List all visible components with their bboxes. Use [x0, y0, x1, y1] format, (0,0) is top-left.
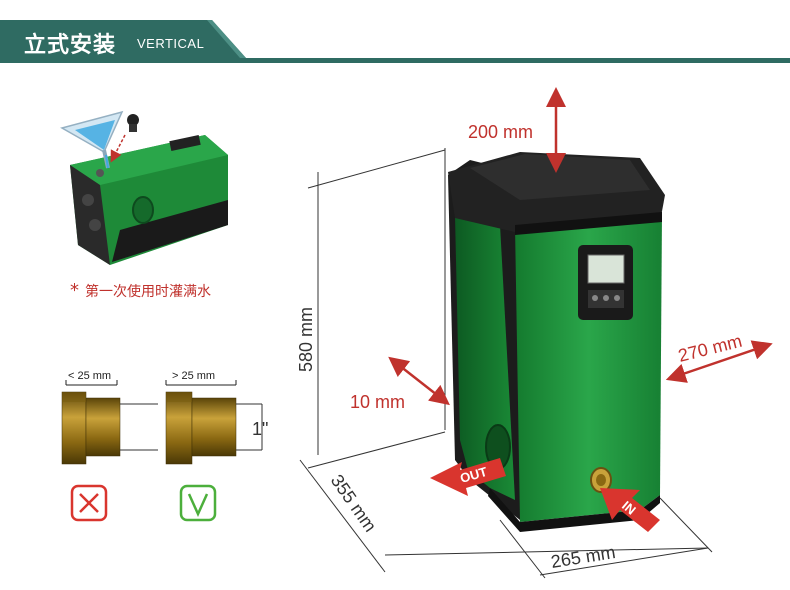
outlet-label: OUT [458, 464, 489, 486]
height-label: 580 mm [296, 307, 316, 372]
top-clearance-label: 200 mm [468, 122, 533, 142]
wrong-mark-icon [70, 484, 108, 522]
fitting-wrong-label: < 25 mm [68, 370, 111, 382]
header-subtitle: VERTICAL [137, 36, 205, 51]
pump-unit [448, 152, 665, 532]
inlet-arrow: IN [600, 488, 660, 532]
right-mark-icon [179, 484, 217, 522]
header-title: 立式安装 [24, 33, 117, 58]
header-banner-shape [0, 20, 790, 63]
depth-label: 355 mm [327, 471, 381, 536]
side-clearance-label: 270 mm [676, 331, 744, 366]
fitting-right: > 25 mm 1" [165, 370, 268, 465]
clearance-arrows [388, 87, 773, 406]
priming-illustration [60, 110, 228, 265]
outlet-arrow: OUT [430, 458, 506, 496]
width-label: 265 mm [549, 542, 616, 572]
thread-size-label: 1" [252, 419, 268, 439]
section-header: 立式安装 VERTICAL [0, 0, 790, 70]
note-asterisk: * [70, 280, 79, 301]
fitting-wrong: < 25 mm [61, 370, 158, 465]
priming-note: * 第一次使用时灌满水 [70, 280, 211, 301]
fitting-right-label: > 25 mm [172, 370, 215, 382]
note-text: 第一次使用时灌满水 [85, 284, 211, 300]
back-clearance-label: 10 mm [350, 392, 405, 412]
